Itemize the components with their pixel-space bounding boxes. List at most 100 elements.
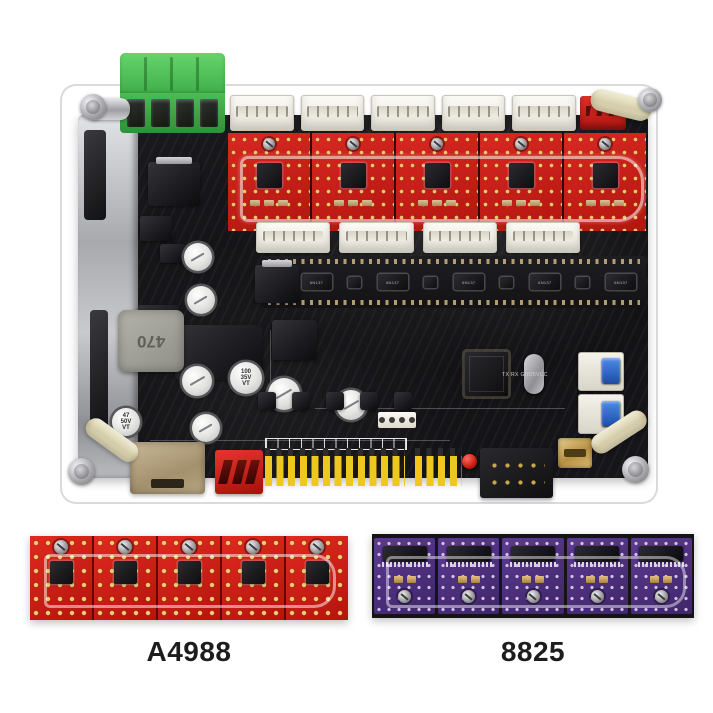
trim-pot-icon bbox=[182, 540, 196, 554]
a4988-label: A4988 bbox=[146, 636, 232, 667]
uart-silkscreen: TX RX GND5VCC bbox=[502, 372, 548, 378]
trim-pot-icon bbox=[118, 540, 132, 554]
driver-chip-icon bbox=[592, 163, 618, 188]
transistor-icon bbox=[394, 392, 412, 410]
trim-pot-icon bbox=[310, 540, 324, 554]
driver-chip-icon bbox=[177, 561, 201, 584]
idc-box-header bbox=[480, 448, 553, 498]
corner-screw bbox=[80, 94, 106, 120]
driver-chip-icon bbox=[508, 163, 534, 188]
optocoupler-chip: 6N137 bbox=[301, 274, 332, 290]
terminal-slot bbox=[199, 99, 218, 127]
driver-chip-icon bbox=[446, 546, 491, 561]
corner-screw bbox=[622, 456, 649, 483]
driver-acrylic-cover bbox=[240, 156, 644, 222]
drv8825-module bbox=[502, 538, 564, 614]
inductor-label: 470 bbox=[136, 332, 166, 351]
trim-pot-icon bbox=[347, 138, 359, 150]
trim-pot-icon bbox=[515, 138, 527, 150]
terminal-slot bbox=[175, 99, 194, 127]
yellow-pin-header bbox=[415, 456, 462, 486]
blue-jumper-icon bbox=[602, 358, 620, 383]
mcu-chip bbox=[465, 352, 508, 396]
drv8825-acrylic-cover bbox=[386, 556, 686, 608]
optocoupler-chip: 6N137 bbox=[605, 274, 636, 290]
transistor-icon bbox=[360, 392, 378, 410]
driver-chip-icon bbox=[424, 163, 450, 188]
smd-component bbox=[272, 320, 317, 360]
pin-header-tips bbox=[265, 448, 405, 456]
jst-connector bbox=[256, 222, 331, 253]
terminal-slot bbox=[151, 99, 170, 127]
trim-pot-icon bbox=[526, 590, 540, 603]
jst-connector bbox=[505, 222, 580, 253]
mini-usb-port bbox=[558, 438, 592, 468]
trim-pot-icon bbox=[590, 590, 604, 603]
power-terminal-block bbox=[120, 53, 225, 133]
jst-connector bbox=[441, 95, 506, 131]
terminal-groove bbox=[170, 57, 173, 91]
optocoupler-chip: 6N137 bbox=[529, 274, 560, 290]
capacitor-label: 47 50V VT bbox=[120, 412, 132, 432]
pcb-shadow-patch bbox=[84, 130, 106, 220]
driver-chip-icon bbox=[113, 561, 137, 584]
capacitor-icon bbox=[182, 366, 212, 396]
jst-connector bbox=[422, 222, 497, 253]
jst-connector bbox=[300, 95, 365, 131]
opto-chip-icon bbox=[348, 276, 362, 288]
limit-connector-row bbox=[256, 222, 580, 253]
trim-pot-icon bbox=[246, 540, 260, 554]
transistor-icon bbox=[292, 392, 310, 410]
drv8825-label: 8825 bbox=[500, 636, 566, 667]
drv8825-module bbox=[566, 538, 628, 614]
terminal-groove bbox=[144, 57, 147, 91]
usb-b-port bbox=[130, 442, 205, 494]
mosfet-icon bbox=[255, 260, 299, 303]
trim-pot-icon bbox=[462, 590, 476, 603]
driver-module bbox=[396, 133, 478, 231]
drv8825-driver-strip bbox=[372, 534, 694, 618]
terminal-body bbox=[120, 93, 225, 133]
optocoupler-chip: 6N137 bbox=[453, 274, 484, 290]
blue-jumper-icon bbox=[602, 401, 620, 426]
mosfet-icon bbox=[148, 157, 200, 206]
smd-component bbox=[160, 244, 186, 263]
optocoupler-row: 6N137 6N137 6N137 6N137 6N137 bbox=[262, 256, 646, 308]
opto-chip-icon bbox=[576, 276, 590, 288]
corner-screw bbox=[638, 88, 662, 112]
controller-board-photo: 6N137 6N137 6N137 6N137 6N137 470 100 35… bbox=[60, 10, 662, 510]
corner-screw bbox=[68, 458, 95, 485]
capacitor-icon bbox=[192, 414, 220, 442]
driver-chip-icon bbox=[241, 561, 265, 584]
pcb-trace bbox=[315, 408, 565, 409]
terminal-slot bbox=[127, 99, 146, 127]
trim-pot-icon bbox=[431, 138, 443, 150]
white-4pin-header bbox=[378, 412, 416, 428]
driver-chip-icon bbox=[511, 546, 555, 561]
opto-chip-icon bbox=[500, 276, 514, 288]
jst-connector bbox=[371, 95, 435, 131]
capacitor-100-35v: 100 35V VT bbox=[230, 362, 262, 394]
optocoupler-chip: 6N137 bbox=[377, 274, 408, 290]
trim-pot-icon bbox=[263, 138, 275, 150]
red-3pin-connector bbox=[215, 450, 263, 494]
pin-header-tips bbox=[415, 448, 462, 456]
driver-module bbox=[564, 133, 646, 231]
power-inductor: 470 bbox=[118, 310, 184, 372]
crystal-oscillator bbox=[524, 354, 544, 394]
pcb-shadow-patch bbox=[90, 310, 108, 430]
capacitor-icon bbox=[187, 286, 215, 314]
trim-pot-icon bbox=[654, 590, 668, 603]
drv8825-module bbox=[630, 538, 693, 614]
transistor-icon bbox=[326, 392, 344, 410]
pcb-trace bbox=[270, 330, 271, 410]
driver-module bbox=[312, 133, 394, 231]
transistor-icon bbox=[258, 392, 276, 410]
driver-module bbox=[480, 133, 562, 231]
reset-button bbox=[462, 454, 477, 469]
driver-chip-icon bbox=[575, 546, 620, 561]
opto-chip-icon bbox=[424, 276, 438, 288]
terminal-fins bbox=[120, 53, 225, 95]
yellow-pin-header bbox=[265, 456, 405, 486]
